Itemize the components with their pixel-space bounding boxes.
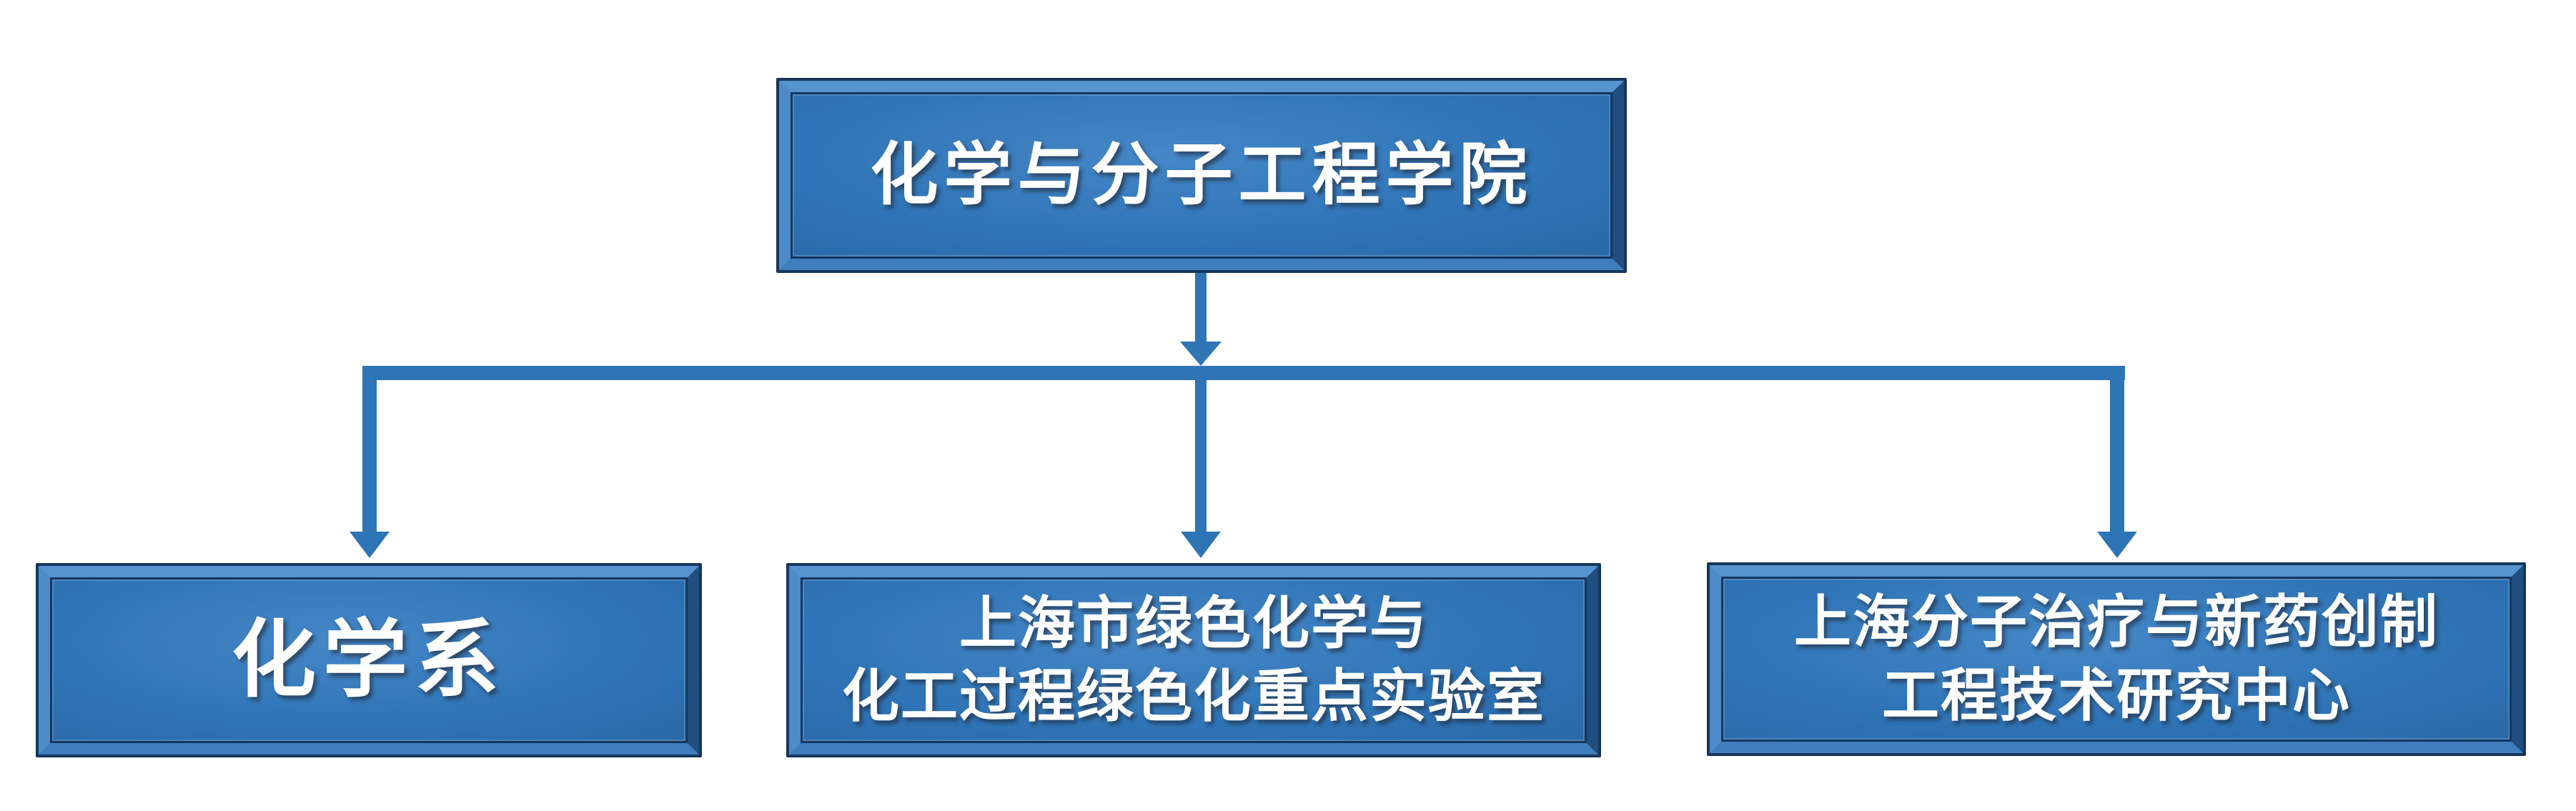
node-face: 化学系: [50, 577, 688, 743]
connector-drop-middle: [1195, 379, 1207, 533]
node-label-line: 上海市绿色化学与: [959, 589, 1428, 657]
node-green-chemistry-key-lab: 上海市绿色化学与 化工过程绿色化重点实验室: [786, 563, 1601, 757]
node-bevel-frame: 上海分子治疗与新药创制 工程技术研究中心: [1710, 565, 2523, 753]
node-college-label: 化学与分子工程学院: [870, 136, 1533, 215]
node-label-line: 化工过程绿色化重点实验室: [842, 663, 1545, 730]
arrow-down-icon: [1181, 532, 1221, 558]
node-bevel-frame: 上海市绿色化学与 化工过程绿色化重点实验室: [789, 566, 1598, 755]
connector-drop-right: [2110, 372, 2124, 533]
node-chemistry-department-label: 化学系: [231, 610, 506, 710]
connector-branch-bar: [362, 366, 2125, 380]
node-face: 化学与分子工程学院: [791, 92, 1613, 259]
arrow-down-icon: [1180, 342, 1222, 366]
node-bevel-frame: 化学与分子工程学院: [779, 81, 1624, 270]
node-chemistry-department: 化学系: [36, 563, 702, 757]
connector-root-stem: [1195, 272, 1207, 344]
node-face: 上海市绿色化学与 化工过程绿色化重点实验室: [801, 577, 1587, 743]
node-label-line: 上海分子治疗与新药创制: [1794, 589, 2439, 656]
arrow-down-icon: [2097, 532, 2137, 558]
node-college: 化学与分子工程学院: [776, 78, 1627, 273]
node-label-line: 工程技术研究中心: [1882, 662, 2351, 729]
connector-drop-left: [362, 372, 377, 533]
node-bevel-frame: 化学系: [39, 566, 699, 755]
arrow-down-icon: [350, 532, 390, 558]
node-drug-engineering-center: 上海分子治疗与新药创制 工程技术研究中心: [1707, 562, 2526, 756]
node-face: 上海分子治疗与新药创制 工程技术研究中心: [1721, 577, 2512, 742]
